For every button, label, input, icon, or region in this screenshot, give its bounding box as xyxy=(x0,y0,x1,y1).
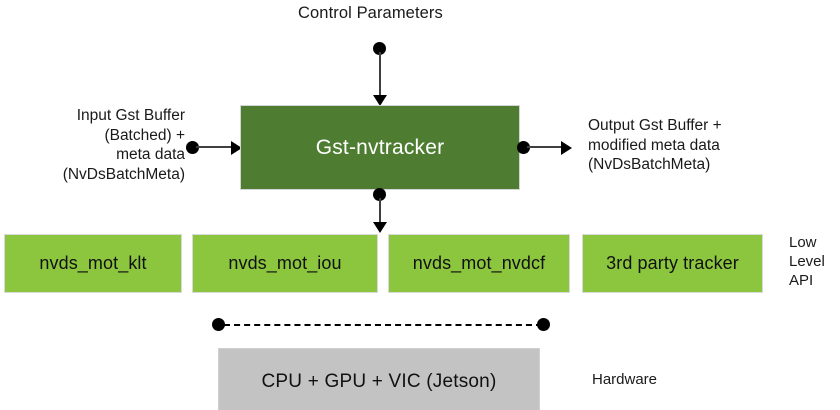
low-level-arrowhead xyxy=(373,222,387,233)
low-level-block-klt-label: nvds_mot_klt xyxy=(39,253,147,273)
low-level-block-iou-label: nvds_mot_iou xyxy=(228,253,342,273)
hardware-block[interactable]: CPU + GPU + VIC (Jetson) xyxy=(218,348,540,410)
hardware-block-label: CPU + GPU + VIC (Jetson) xyxy=(261,371,497,392)
gst-nvtracker-block[interactable]: Gst-nvtracker xyxy=(240,105,520,190)
hardware-note: Hardware xyxy=(592,371,658,388)
low-level-block-nvdcf-label: nvds_mot_nvdcf xyxy=(412,253,546,273)
low-level-connector-line xyxy=(379,198,381,223)
low-level-block-iou[interactable]: nvds_mot_iou xyxy=(192,234,378,293)
low-level-connector-dot xyxy=(373,188,386,201)
control-parameters-connector-dot xyxy=(373,42,386,55)
output-arrowhead xyxy=(561,141,572,155)
low-level-block-3rd-party-label: 3rd party tracker xyxy=(606,253,739,273)
input-buffer-label: Input Gst Buffer (Batched) + meta data (… xyxy=(62,107,185,183)
hardware-link-dot-left xyxy=(212,318,225,331)
hardware-link-dot-right xyxy=(537,318,550,331)
input-connector-line xyxy=(196,146,234,148)
hardware-link-dashed-line xyxy=(224,324,542,326)
input-connector-dot xyxy=(186,141,199,154)
gst-nvtracker-label: Gst-nvtracker xyxy=(315,135,445,159)
low-level-api-note: Low Level API xyxy=(789,234,825,289)
control-parameters-label: Control Parameters xyxy=(298,4,443,22)
low-level-block-nvdcf[interactable]: nvds_mot_nvdcf xyxy=(388,234,570,293)
output-connector-dot xyxy=(517,141,530,154)
control-parameters-connector-line xyxy=(379,52,381,96)
low-level-block-3rd-party[interactable]: 3rd party tracker xyxy=(582,234,763,293)
input-arrowhead xyxy=(231,141,242,155)
control-parameters-arrowhead xyxy=(373,95,387,106)
low-level-block-klt[interactable]: nvds_mot_klt xyxy=(4,234,182,293)
output-connector-line xyxy=(527,146,564,148)
output-buffer-label: Output Gst Buffer + modified meta data (… xyxy=(588,117,722,173)
